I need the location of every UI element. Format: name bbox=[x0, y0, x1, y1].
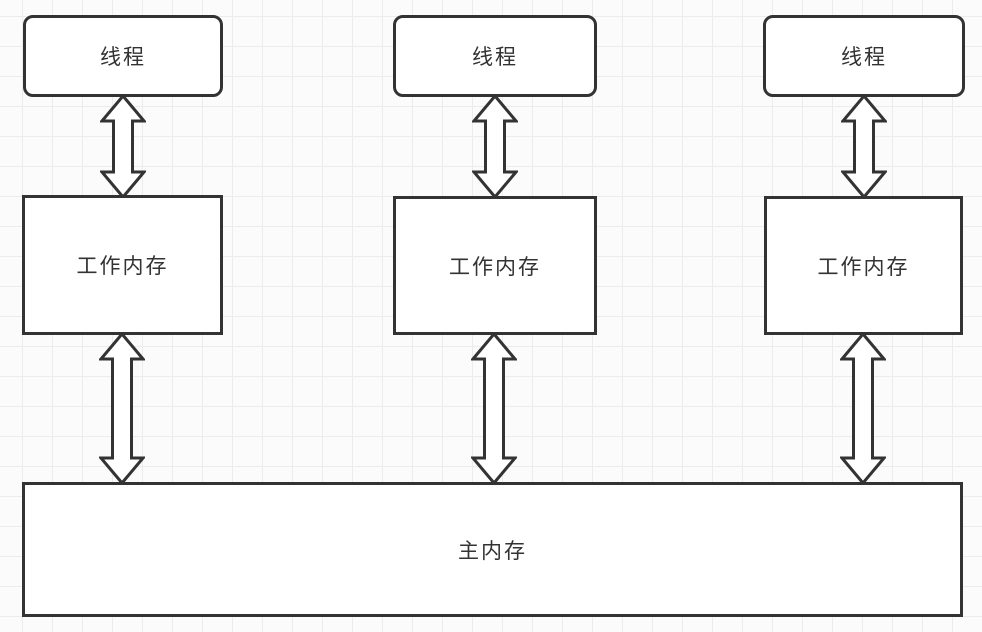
main-memory-box-label: 主内存 bbox=[458, 538, 527, 563]
working-memory-box-3-label: 工作内存 bbox=[817, 254, 910, 279]
working-memory-box-2: 工作内存 bbox=[393, 196, 597, 335]
main-memory-box: 主内存 bbox=[22, 482, 963, 617]
double-arrow-icon bbox=[99, 332, 145, 485]
thread-box-1: 线程 bbox=[23, 15, 223, 97]
double-arrow-icon bbox=[471, 332, 517, 485]
working-memory-box-2-label: 工作内存 bbox=[449, 254, 541, 279]
double-arrow-icon bbox=[840, 332, 886, 485]
thread-box-2: 线程 bbox=[393, 15, 597, 97]
double-arrow-icon bbox=[100, 94, 146, 199]
thread-box-1-label: 线程 bbox=[100, 45, 146, 69]
thread-box-3: 线程 bbox=[763, 15, 965, 97]
double-arrow-icon bbox=[841, 94, 887, 199]
working-memory-box-1: 工作内存 bbox=[22, 195, 223, 335]
thread-box-3-label: 线程 bbox=[841, 45, 887, 69]
double-arrow-icon bbox=[472, 94, 518, 199]
thread-box-2-label: 线程 bbox=[472, 45, 518, 69]
working-memory-box-1-label: 工作内存 bbox=[76, 254, 169, 278]
working-memory-box-3: 工作内存 bbox=[764, 196, 963, 335]
